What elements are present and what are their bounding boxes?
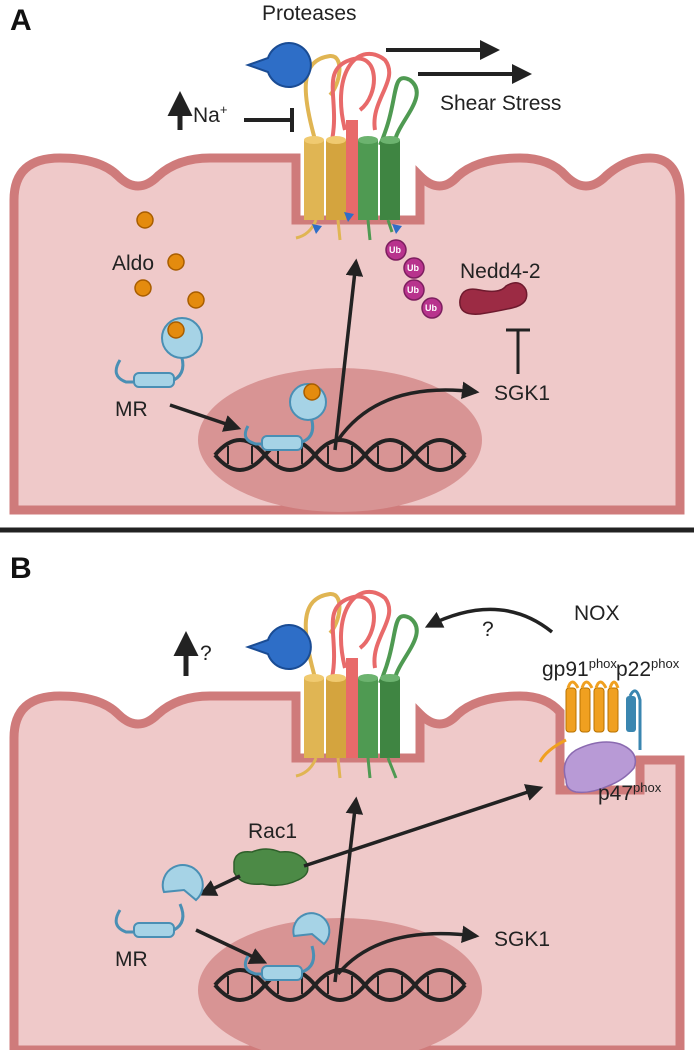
mr-label-b: MR — [115, 948, 148, 971]
mr-to-nucleus-arrow-a — [169, 403, 242, 432]
ubiquitin-chain: Ub Ub Ub Ub — [385, 239, 443, 319]
panel-a-letter: A — [10, 4, 32, 37]
mr-label-a: MR — [115, 398, 148, 421]
sgk1-label-b: SGK1 — [494, 928, 550, 951]
nucleus-to-channel-arrow-a — [333, 258, 364, 451]
protease-icon-b — [244, 624, 312, 670]
mr-to-nucleus-arrow-b — [195, 928, 268, 964]
question-label-1: ? — [200, 642, 212, 665]
rac1-to-nox-arrow — [303, 784, 544, 868]
enac-channel-b — [295, 590, 419, 779]
sgk1-label-a: SGK1 — [494, 382, 550, 405]
nucleus-to-channel-arrow-b — [333, 796, 364, 983]
proteases-label: Proteases — [262, 2, 357, 25]
ub-4: Ub — [425, 303, 437, 313]
rac1-to-mr-arrow — [198, 874, 241, 896]
rac1-protein — [233, 848, 309, 887]
nucleus-to-sgk1-arrow-b — [336, 925, 480, 976]
mr-nucleus-b — [243, 912, 331, 981]
protease-icon — [244, 42, 312, 88]
mr-nucleus-a — [243, 383, 327, 451]
nox-to-channel-arrow — [424, 607, 554, 634]
nedd4-2-protein — [459, 282, 528, 315]
mr-receptor-a — [114, 317, 203, 388]
nox-complex — [538, 680, 642, 794]
ub-1: Ub — [389, 245, 401, 255]
na-label: Na+ — [193, 102, 227, 127]
aldo-molecules — [134, 211, 205, 309]
enac-channel-a — [295, 52, 419, 241]
question-label-2: ? — [482, 618, 494, 641]
nucleus-to-sgk1-arrow-a — [336, 381, 480, 442]
panel-b: ? ? NOX gp91phox p22phox p47phox Rac1 — [9, 552, 685, 1050]
panel-b-letter: B — [10, 552, 32, 585]
panel-a: Proteases Shear Stress Na+ Aldo MR — [9, 2, 685, 515]
ub-2: Ub — [407, 263, 419, 273]
nox-label: NOX — [574, 602, 620, 625]
rac1-label: Rac1 — [248, 820, 297, 843]
gp91-label: gp91phox — [542, 656, 617, 681]
p47-protein — [563, 741, 637, 794]
p47-label: p47phox — [598, 780, 662, 805]
p22-label: p22phox — [616, 656, 680, 681]
aldo-label: Aldo — [112, 252, 154, 275]
nucleus-b — [198, 918, 482, 1050]
mr-receptor-b — [114, 864, 204, 938]
dna-a — [213, 438, 467, 472]
nedd-label: Nedd4-2 — [460, 260, 541, 283]
shear-stress-label: Shear Stress — [440, 92, 561, 115]
ub-3: Ub — [407, 285, 419, 295]
